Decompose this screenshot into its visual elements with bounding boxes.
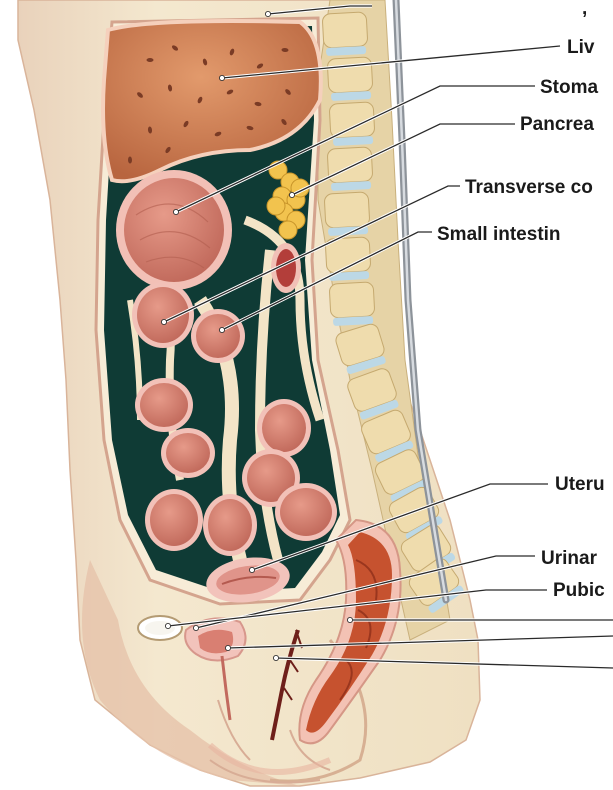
leader-anchor [273,655,278,660]
intestine-loop [166,433,210,473]
intestine-loop [150,494,198,546]
leader-anchor [193,625,198,630]
label-stomach: Stoma [540,77,599,98]
leader-anchor [347,617,352,622]
intestine-loop [280,488,332,536]
vertebra [327,57,373,93]
vertebra [329,282,375,318]
label-urinary-bladder: Urinar [541,548,598,569]
leader-anchor [265,11,270,16]
pancreas-lobe [279,221,297,239]
pancreas-lobe [267,197,285,215]
leader-anchor [165,623,170,628]
leader-anchor [225,645,230,650]
pubic-symphysis [138,616,182,640]
label-uterus: Uteru [555,474,605,495]
leader-anchor [289,192,294,197]
label-liver: Liv [567,37,595,58]
leader-anchor [219,327,224,332]
intestine-loop [262,404,306,452]
label-pubic: Pubic [553,580,605,601]
intestine-loop [196,314,240,358]
label-pancreas: Pancrea [520,114,594,135]
label-top-fragment: , [582,0,587,19]
intestine-loop [208,499,252,551]
leader-anchor [173,209,178,214]
intestine-loop [140,383,188,427]
leader-anchor [161,319,166,324]
label-small-intestine: Small intestin [437,224,561,245]
labels: Liv Stoma Pancrea Transverse co Small in… [437,0,605,601]
leader-anchor [249,567,254,572]
leader-anchor [219,75,224,80]
stomach [116,170,232,290]
vertebra [327,147,373,183]
label-transverse-colon: Transverse co [465,177,593,198]
liver-lobule [147,58,154,62]
vertebra [322,12,368,48]
vertebra [324,192,370,228]
